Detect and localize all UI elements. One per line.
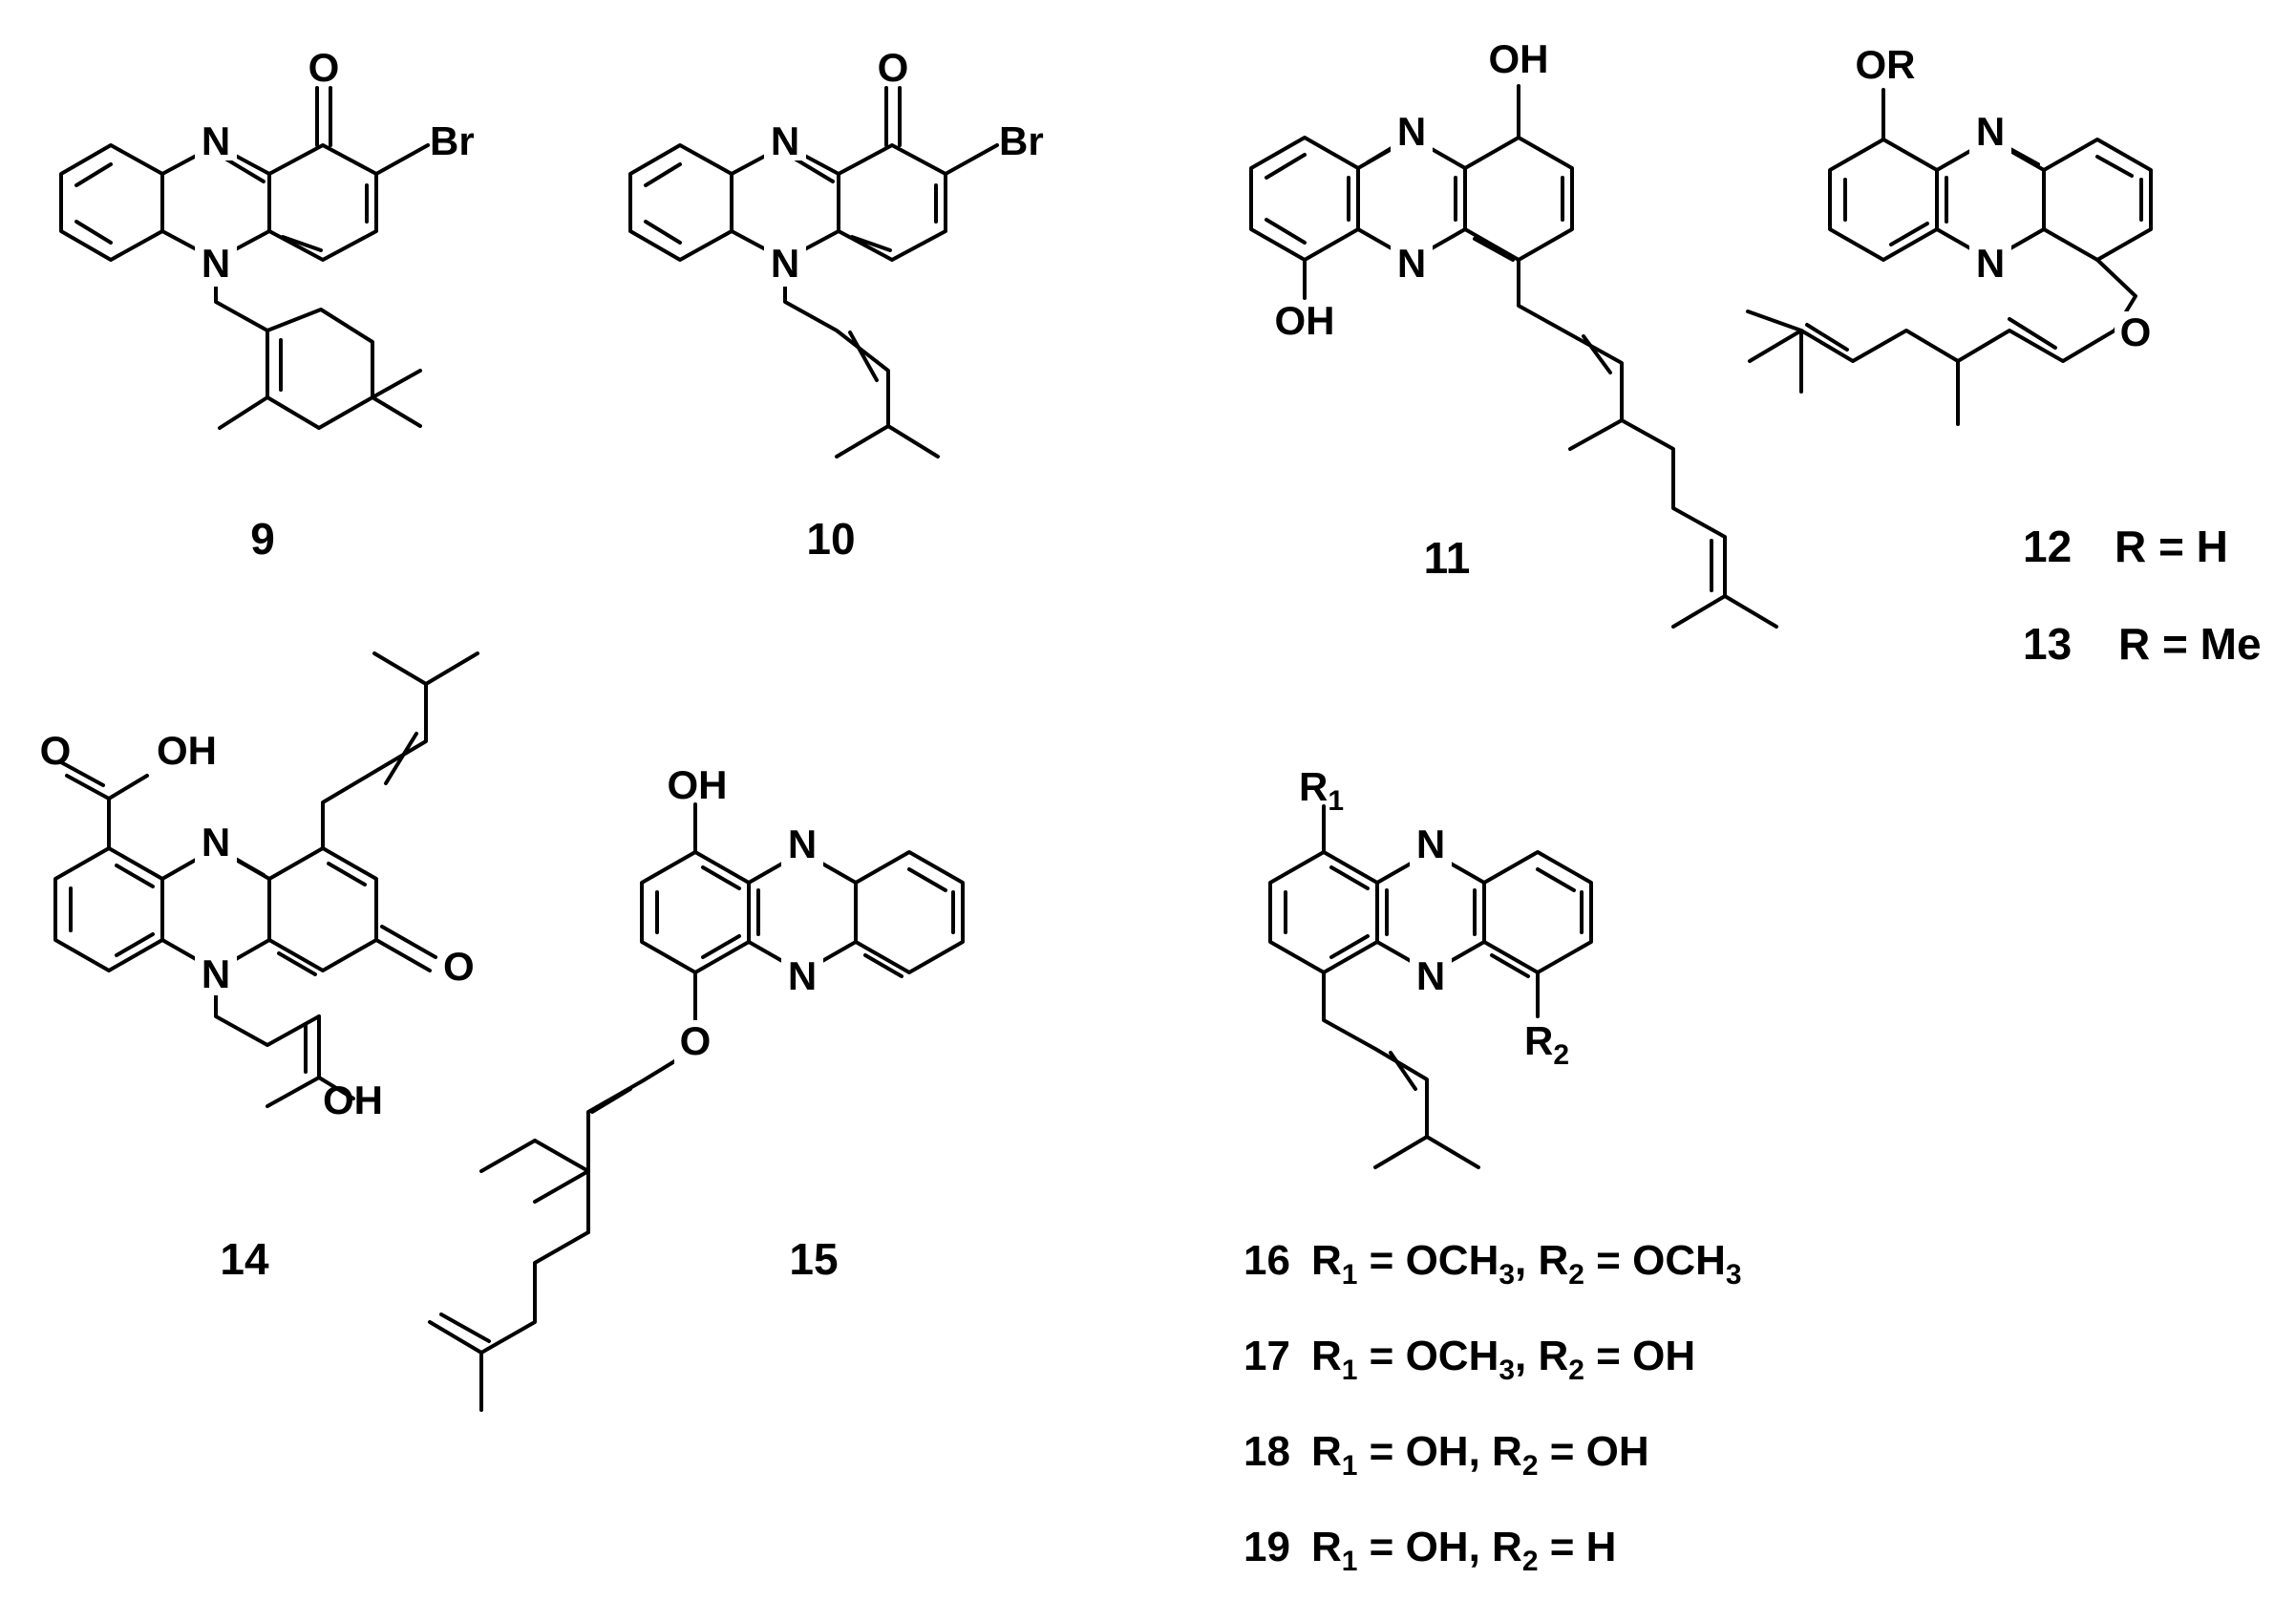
atom-oh: OH: [668, 762, 728, 807]
structure-12-13: N N OR O 12 R = H 13 R = Me: [1746, 42, 2262, 669]
compound-number-12: 12: [2023, 522, 2072, 571]
atom-n: N: [1397, 241, 1426, 286]
compound-number-11: 11: [1424, 533, 1471, 583]
atom-n: N: [1397, 109, 1426, 154]
structure-9: N N O Br 9: [59, 45, 475, 564]
compound-number-9: 9: [250, 514, 275, 564]
structure-11: N N OH OH 11: [1249, 36, 1778, 629]
atom-r1: R1: [1299, 764, 1344, 817]
atom-r2: R2: [1524, 1018, 1569, 1071]
atom-n: N: [771, 241, 799, 286]
compound-13-substituent: R = Me: [2118, 619, 2262, 669]
atom-n: N: [1976, 109, 2005, 154]
atom-oh: OH: [157, 728, 217, 773]
atom-n: N: [771, 118, 799, 163]
compound-number-14: 14: [220, 1234, 269, 1284]
compound-number-15: 15: [789, 1234, 838, 1284]
atom-oh: OH: [1275, 298, 1335, 343]
atom-br: Br: [430, 118, 475, 163]
atom-n: N: [1416, 822, 1445, 866]
atom-o: O: [443, 944, 475, 989]
structure-14: N N O OH O OH 14: [40, 651, 479, 1284]
atom-o: O: [878, 45, 909, 90]
compound-number-13: 13: [2023, 619, 2072, 669]
atom-oh: OH: [1489, 36, 1549, 81]
atom-n: N: [202, 951, 230, 996]
structure-10: N N O Br 10: [628, 45, 1044, 564]
atom-br: Br: [999, 118, 1044, 163]
atom-n: N: [1976, 241, 2005, 286]
atom-n: N: [202, 118, 230, 163]
atom-o: O: [680, 1018, 712, 1063]
atom-o: O: [40, 728, 72, 773]
atom-n: N: [788, 953, 817, 998]
compound-12-substituent: R = H: [2115, 522, 2228, 571]
atom-n: N: [202, 241, 230, 286]
atom-o: O: [308, 45, 340, 90]
atom-o: O: [2120, 310, 2152, 354]
compound-number-10: 10: [806, 514, 855, 564]
atom-n: N: [202, 820, 230, 865]
atom-n: N: [1416, 953, 1445, 998]
atom-oh: OH: [323, 1078, 383, 1122]
atom-n: N: [788, 822, 817, 866]
structure-15: N N OH O 15: [428, 762, 965, 1412]
atom-or: OR: [1856, 42, 1916, 87]
